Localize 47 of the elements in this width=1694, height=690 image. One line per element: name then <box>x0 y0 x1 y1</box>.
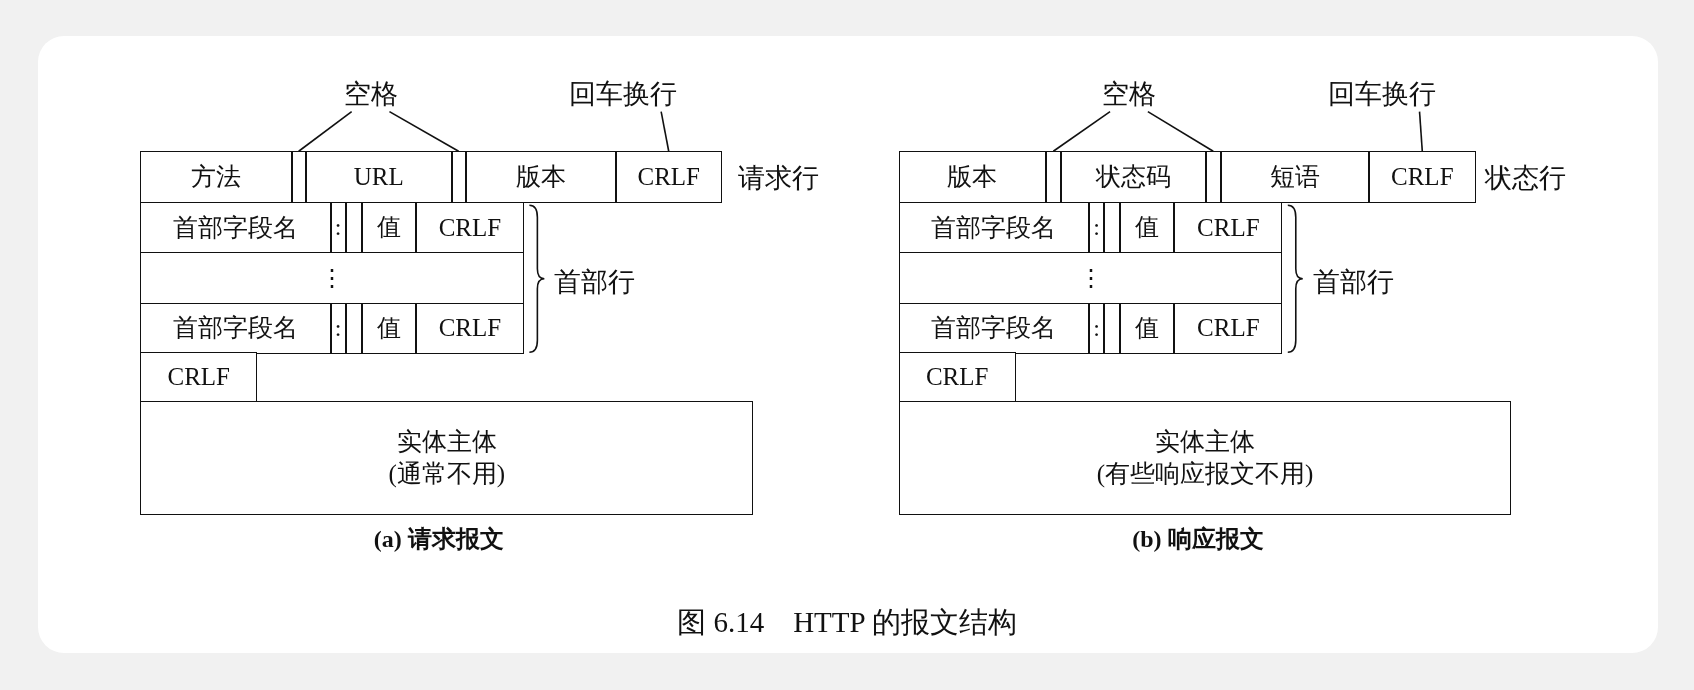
field-cell: 状态码 <box>1060 151 1206 204</box>
field-cell: CRLF <box>615 151 722 204</box>
space-field <box>1104 202 1121 254</box>
leader-line <box>297 110 353 153</box>
field-cell: : <box>1089 302 1105 355</box>
row-label: 首部行 <box>1312 265 1394 299</box>
leader-line <box>388 110 460 153</box>
field-cell: 首部字段名 <box>140 202 331 254</box>
field-cell: 值 <box>1120 302 1175 355</box>
annotation-text: 回车换行 <box>1327 75 1436 112</box>
row-label: 首部行 <box>554 265 636 299</box>
field-cell: 首部字段名 <box>898 202 1089 254</box>
leader-line <box>1418 110 1424 153</box>
field-cell: 首部字段名 <box>140 302 331 355</box>
field-cell: 实体主体 (通常不用) <box>140 400 753 516</box>
field-cell: 方法 <box>140 151 292 204</box>
field-cell: CRLF <box>415 202 524 254</box>
field-cell: 短语 <box>1220 151 1369 204</box>
field-cell: URL <box>305 151 452 204</box>
space-field <box>1104 302 1121 355</box>
leader-line <box>660 110 670 153</box>
field-cell: 值 <box>361 202 416 254</box>
row-label: 请求行 <box>737 161 819 195</box>
field-cell: CRLF <box>415 302 524 355</box>
field-cell: CRLF <box>140 352 258 403</box>
field-cell: CRLF <box>1174 302 1283 355</box>
field-cell: 实体主体 (有些响应报文不用) <box>898 400 1512 516</box>
field-cell: : <box>1089 202 1105 254</box>
annotation-text: 回车换行 <box>569 75 678 112</box>
figure-title: 图 6.14 HTTP 的报文结构 <box>677 605 1017 638</box>
field-cell: 值 <box>1120 202 1175 254</box>
field-cell: ⋮ <box>140 251 524 305</box>
figure-caption: (a) 请求报文 <box>373 524 504 554</box>
figure-caption: (b) 响应报文 <box>1132 524 1264 554</box>
field-cell: 版本 <box>898 151 1046 204</box>
leader-line <box>1052 110 1111 153</box>
leader-line <box>1147 110 1215 153</box>
field-cell: 版本 <box>465 151 616 204</box>
field-cell: CRLF <box>898 352 1016 403</box>
field-cell: CRLF <box>1174 202 1283 254</box>
field-cell: ⋮ <box>898 251 1283 305</box>
field-cell: 首部字段名 <box>898 302 1089 355</box>
row-label: 状态行 <box>1485 161 1567 195</box>
annotation-text: 空格 <box>343 75 398 112</box>
annotation-text: 空格 <box>1101 75 1156 112</box>
field-cell: 值 <box>361 302 416 355</box>
field-cell: CRLF <box>1368 151 1476 204</box>
